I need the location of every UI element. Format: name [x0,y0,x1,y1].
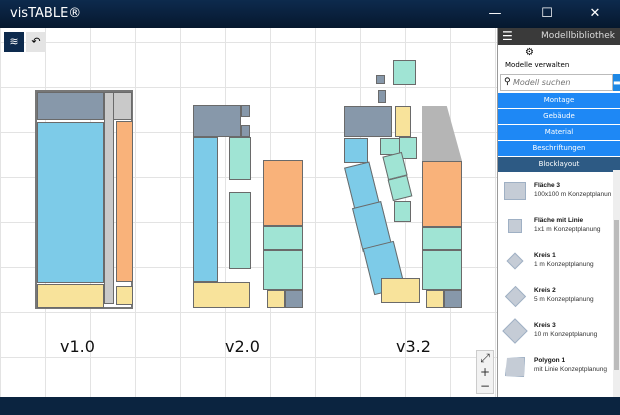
list-item[interactable]: Fläche mit Linie 1x1 m Konzeptplanung [498,209,612,244]
zoom-control: ⤢ + − [476,350,494,394]
layout-block[interactable] [241,105,250,117]
version-label: v1.0 [60,337,95,356]
item-name: Kreis 1 [534,252,556,259]
manage-models-label: Modelle verwalten [505,61,570,69]
layout-block[interactable] [263,226,303,250]
model-list: Fläche 3 100x100 m Konzeptplanun Fläche m… [498,174,612,384]
search-icon: ⚲ [504,77,511,87]
layout-block[interactable] [387,174,413,202]
layout-block[interactable] [263,160,303,226]
list-item[interactable]: Polygon 1 mit Linie Konzeptplanung [498,349,612,384]
layout-block[interactable] [241,125,250,137]
model-library-panel: ☰ Modellbibliothek ⚙ Modelle verwalten ⚲… [497,28,620,397]
layout-block[interactable] [344,138,368,163]
item-desc: 1x1 m Konzeptplanung [534,226,601,233]
layout-block[interactable] [394,201,411,222]
category-montage[interactable]: Montage [498,93,620,108]
zoom-in-button[interactable]: + [479,365,491,379]
circle-shape-icon [506,252,524,270]
square-shape-icon [504,182,526,200]
layout-canvas[interactable]: ≋ ↶ v1.0 v2.0 v3.2 ⤢ + − [0,28,497,397]
item-name: Kreis 2 [534,287,556,294]
layout-block[interactable] [399,137,417,159]
fit-view-icon[interactable]: ⤢ [480,351,490,365]
layout-block[interactable] [422,106,462,161]
item-name: Fläche 3 [534,182,561,189]
title-bar: visTABLE® — ☐ ✕ [0,0,620,28]
zoom-out-button[interactable]: − [479,379,491,393]
layout-block[interactable] [422,227,462,250]
library-folder-button[interactable]: ▬ [613,74,620,91]
list-item[interactable]: Kreis 2 5 m Konzeptplanung [498,279,612,314]
layout-block[interactable] [422,250,462,290]
list-item[interactable]: Kreis 3 10 m Konzeptplanung [498,314,612,349]
item-name: Kreis 3 [534,322,556,329]
maximize-button[interactable]: ☐ [541,6,553,21]
layout-block[interactable] [193,137,218,282]
search-bar: ⚲ ▬ [500,74,620,92]
menu-icon[interactable]: ☰ [502,29,513,43]
polygon-shape-icon [505,357,525,377]
circle-shape-icon [504,285,527,308]
scrollbar-thumb[interactable] [614,220,619,370]
layout-block[interactable] [229,137,251,180]
circle-shape-icon [502,318,528,344]
manage-models-button[interactable]: ⚙ Modelle verwalten [498,45,620,73]
item-desc: 10 m Konzeptplanung [534,331,598,338]
search-input[interactable] [500,74,613,91]
app-title: visTABLE® [10,6,82,21]
layout-block[interactable] [393,60,416,85]
undo-button[interactable]: ↶ [26,32,46,52]
item-desc: 1 m Konzeptplanung [534,261,594,268]
item-desc: mit Linie Konzeptplanung [534,366,607,373]
item-name: Fläche mit Linie [534,217,584,224]
minimize-button[interactable]: — [488,6,502,21]
layout-block[interactable] [37,284,104,308]
panel-title: Modellbibliothek [541,31,615,41]
close-button[interactable]: ✕ [589,6,601,21]
layout-block[interactable] [378,90,386,103]
layout-block[interactable] [444,290,462,308]
layout-block[interactable] [104,92,114,304]
category-material[interactable]: Material [498,125,620,140]
layout-block[interactable] [344,106,392,137]
category-blocklayout[interactable]: Blocklayout [498,157,620,172]
vistable-logo-icon[interactable]: ≋ [4,32,24,52]
layout-block[interactable] [376,75,385,84]
status-bar [0,397,620,415]
layout-block[interactable] [395,106,411,137]
layout-block[interactable] [263,250,303,290]
gear-icon: ⚙ [525,47,534,58]
version-label: v2.0 [225,337,260,356]
version-label: v3.2 [396,337,431,356]
square-line-icon [508,219,522,233]
layout-block[interactable] [193,282,250,308]
layout-block[interactable] [116,286,133,305]
layout-block[interactable] [37,92,104,120]
list-item[interactable]: Kreis 1 1 m Konzeptplanung [498,244,612,279]
list-scrollbar[interactable] [613,170,620,397]
category-beschriftungen[interactable]: Beschriftungen [498,141,620,156]
category-gebaeude[interactable]: Gebäude [498,109,620,124]
layout-block[interactable] [193,105,241,137]
layout-block[interactable] [267,290,285,308]
layout-block[interactable] [116,121,133,282]
panel-header: ☰ Modellbibliothek [498,28,620,45]
list-item[interactable]: Fläche 3 100x100 m Konzeptplanun [498,174,612,209]
layout-block[interactable] [422,161,462,227]
layout-block[interactable] [426,290,444,308]
item-desc: 100x100 m Konzeptplanun [534,191,612,198]
layout-block[interactable] [285,290,303,308]
layout-block[interactable] [229,192,251,269]
item-desc: 5 m Konzeptplanung [534,296,594,303]
item-name: Polygon 1 [534,357,566,364]
layout-block[interactable] [37,122,104,283]
layout-block[interactable] [381,278,420,303]
